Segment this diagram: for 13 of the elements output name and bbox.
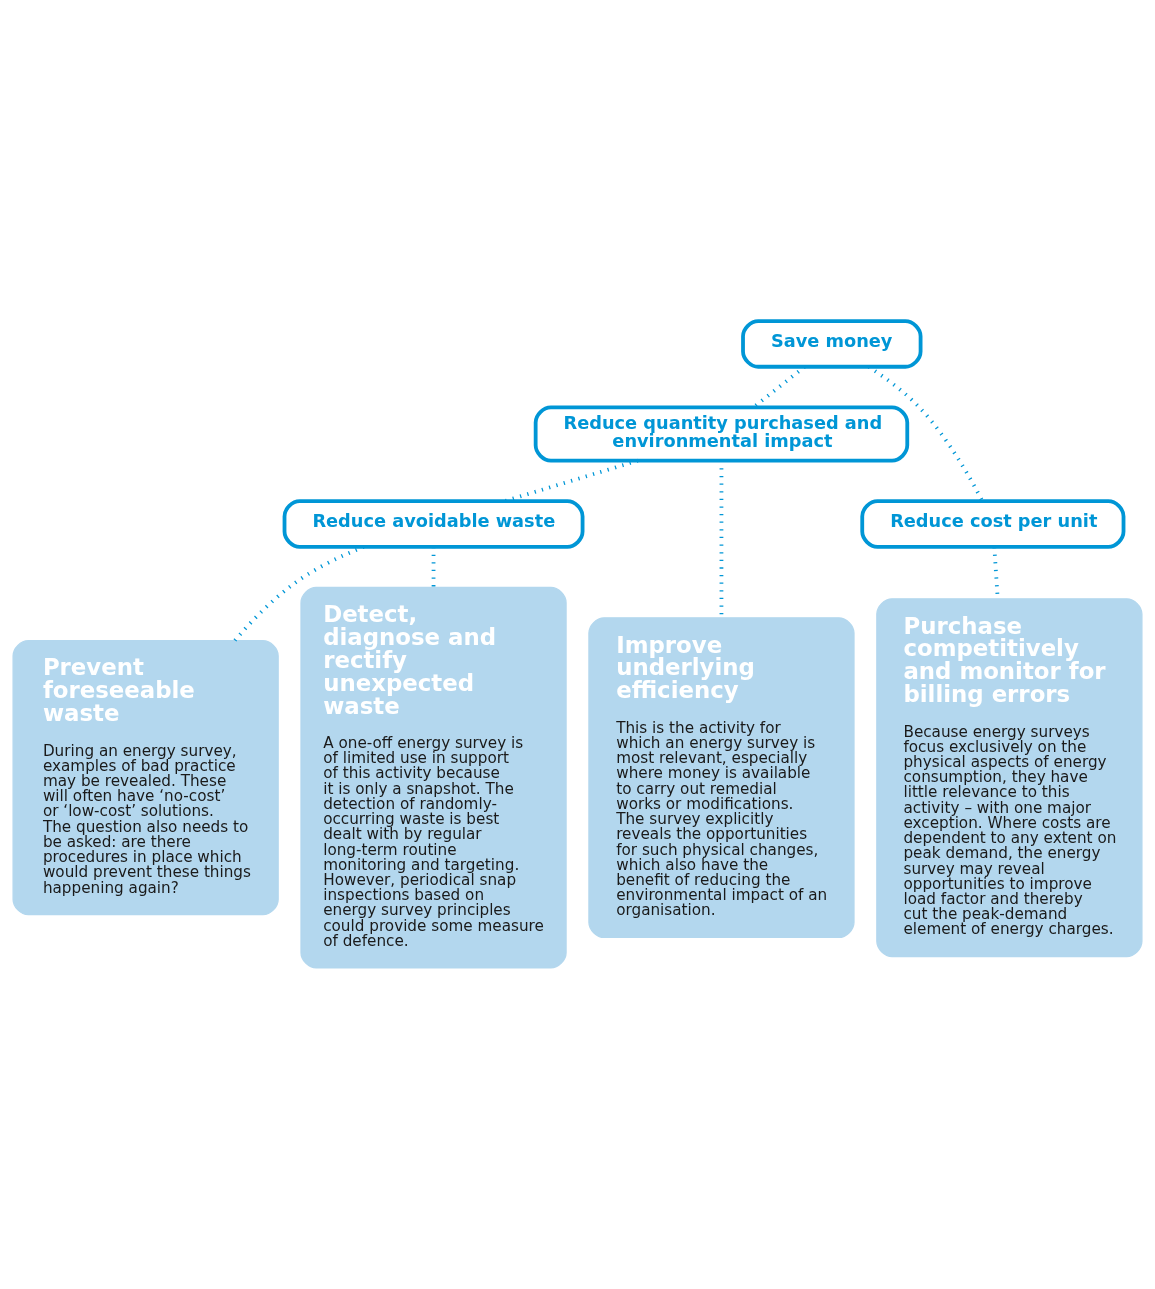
node-box: Reduce avoidable waste bbox=[282, 499, 585, 549]
connector bbox=[752, 365, 806, 409]
node-box: Reduce cost per unit bbox=[860, 499, 1126, 549]
node-box: Prevent foreseeable waste During an energy survey, examples of bad practice may be revealed. These will often have ‘no-cost’ or ‘low-cost’ solutions. The question also needs to be asked: are there procedures in place which would prevent these things happening again? bbox=[12, 640, 279, 916]
connector bbox=[504, 458, 639, 503]
node-box: Improve underlying efficiency This is the activity for which an energy survey is most relevant, especially where money is available to carry out remedial works or modifications. The survey explicitly reveals the opportunities for such physical changes, which also have the benefit of reducing the environmental impact of an organisation. bbox=[588, 617, 855, 939]
connector bbox=[867, 365, 984, 502]
node-box: Purchase competitively and monitor for billing errors Because energy surveys focus exclusively on the physical aspects of energy consumption, they have little relevance to this activity – with one major exception. Where costs are dependent to any extent on peak demand, the energy survey may reveal opportunities to improve load factor and thereby cut the peak-demand element of energy charges. bbox=[876, 598, 1143, 958]
node-box: Reduce quantity purchased and environmental impact bbox=[533, 405, 910, 463]
connector bbox=[431, 547, 436, 588]
node-box: Save money bbox=[741, 319, 923, 369]
connector bbox=[233, 545, 365, 642]
node-box: Detect, diagnose and rectify unexpected waste A one-off energy survey is of limited use in support of this activity because it is only a snapshot. The detection of randomly-occurring waste is best dealt with by regular long-term routine monitoring and targeting. However, periodical snap inspections based on energy survey principles could provide some measure of defence. bbox=[300, 586, 567, 969]
